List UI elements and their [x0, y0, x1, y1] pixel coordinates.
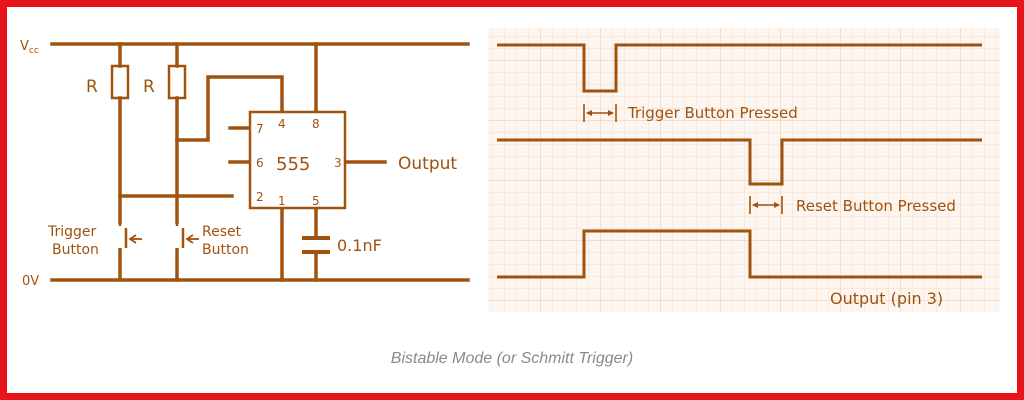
output-note: Output (pin 3): [830, 289, 943, 308]
capacitor-label: 0.1nF: [337, 236, 382, 255]
reset-waveform: [497, 138, 982, 186]
trigger-marker-arrow-left-icon: [586, 110, 592, 116]
ic-555-body: [248, 110, 347, 210]
reset-marker-arrow-right-icon: [774, 202, 780, 208]
reset-button-label-line2: Button: [202, 242, 249, 258]
pin4-wire: [175, 75, 284, 142]
output-label: Output: [398, 154, 457, 174]
ground-label: 0V: [22, 274, 39, 289]
pin7-label: 7: [256, 122, 264, 136]
pin3-label: 3: [334, 156, 342, 170]
trigger-marker-arrow-right-icon: [608, 110, 614, 116]
trigger-button-label-line1: Trigger: [47, 224, 97, 240]
trigger-button-label-line2: Button: [52, 242, 99, 258]
pin2-label: 2: [256, 190, 264, 204]
vcc-label: Vcc: [20, 39, 39, 56]
reset-button-label-line1: Reset: [202, 224, 242, 240]
resistor-left: [110, 64, 130, 100]
reset-note: Reset Button Pressed: [796, 197, 956, 215]
resistor-right-label: R: [143, 77, 155, 97]
pin6-label: 6: [256, 156, 264, 170]
trigger-note: Trigger Button Pressed: [627, 104, 798, 122]
reset-marker-arrow-left-icon: [752, 202, 758, 208]
resistor-right: [167, 64, 187, 100]
pin5-label: 5: [312, 194, 320, 208]
ic-555-label: 555: [276, 154, 310, 175]
trigger-waveform: [497, 43, 982, 93]
pin8-label: 8: [312, 117, 320, 131]
figure-caption: Bistable Mode (or Schmitt Trigger): [390, 350, 634, 367]
pin1-label: 1: [278, 194, 286, 208]
timing-grid: [488, 28, 1000, 312]
pin4-label: 4: [278, 117, 286, 131]
resistor-left-label: R: [86, 77, 98, 97]
output-waveform: [497, 229, 982, 279]
